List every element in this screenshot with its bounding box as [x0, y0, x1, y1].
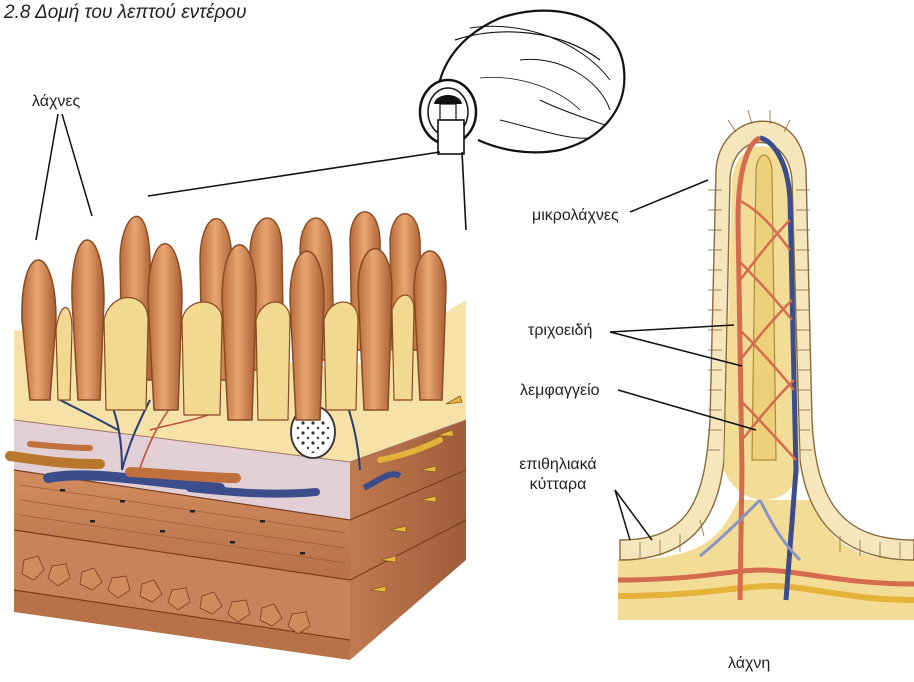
single-villus-illustration [618, 110, 914, 620]
intestinal-wall-block [10, 212, 466, 660]
pointer-lachnes-2 [62, 114, 92, 216]
pointer-mikrolachnes [630, 180, 708, 212]
label-lemfaggeio: λεμφαγγείο [520, 381, 600, 401]
label-epithiliaka-line1: επιθηλιακά [508, 455, 608, 475]
label-trichoeidi: τριχοειδή [528, 321, 592, 341]
label-lachni: λάχνη [728, 654, 770, 674]
pointer-epithiliaka-1 [615, 490, 630, 540]
tube-pointer-lines [148, 152, 466, 230]
intestine-tube-illustration [420, 11, 624, 154]
pointer-epithiliaka-2 [615, 490, 652, 540]
label-mikrolachnes: μικρολάχνες [532, 206, 619, 226]
label-lachnes: λάχνες [32, 92, 80, 112]
label-epithiliaka-line2: κύτταρα [508, 475, 608, 495]
pointer-lachnes-1 [36, 114, 58, 240]
